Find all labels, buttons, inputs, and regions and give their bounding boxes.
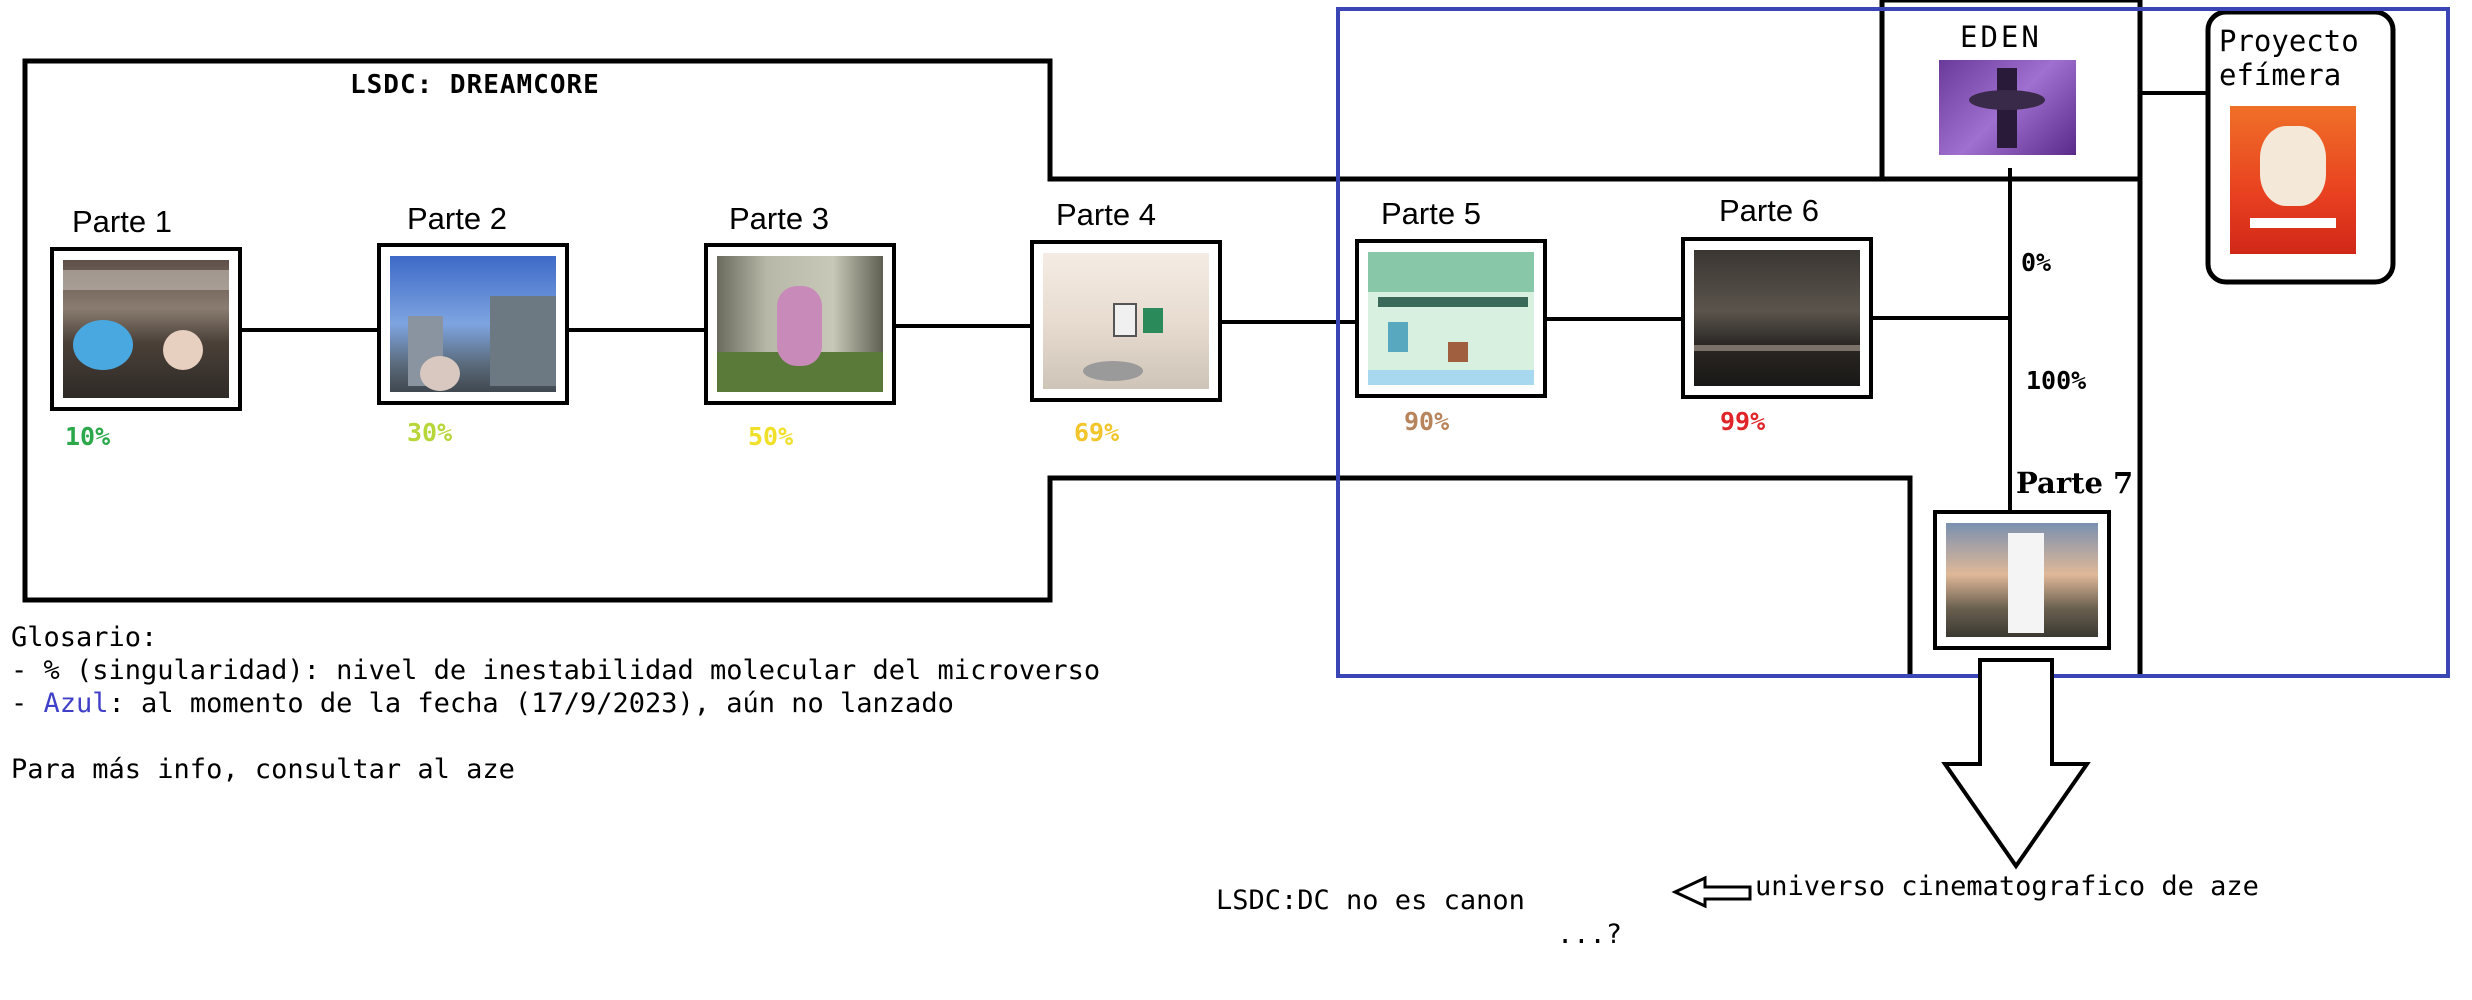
part-3-thumbnail	[704, 243, 896, 405]
glossary-line2-prefix: -	[11, 688, 44, 719]
part-1-thumbnail	[50, 247, 242, 411]
part-2-singularity: 30%	[407, 418, 453, 447]
ellipsis-note: ...?	[1557, 919, 1623, 950]
efimera-label-line2: efímera	[2219, 58, 2342, 92]
part-5-thumbnail	[1355, 239, 1547, 398]
part-2-label: Parte 2	[407, 201, 507, 236]
glossary-heading: Glosario:	[11, 622, 158, 653]
part-6-thumbnail	[1681, 237, 1873, 399]
canon-note: LSDC:DC no es canon	[1216, 885, 1525, 916]
glossary-azul-word: Azul	[43, 688, 109, 719]
glossary-line2-rest: : al momento de la fecha (17/9/2023), aú…	[108, 688, 954, 719]
efimera-label-line1: Proyecto	[2219, 24, 2359, 58]
eden-label: EDEN	[1960, 20, 2042, 54]
part-3-label: Parte 3	[729, 201, 829, 236]
part-6-label: Parte 6	[1719, 193, 1819, 228]
down-arrow	[1941, 658, 2091, 870]
glossary-line1: - % (singularidad): nivel de inestabilid…	[11, 655, 1101, 686]
part-7-label: Parte 7	[2016, 466, 2134, 500]
eden-thumbnail	[1939, 60, 2076, 155]
part-1-label: Parte 1	[72, 204, 172, 239]
to-pct: 100%	[2026, 366, 2087, 395]
part-2-thumbnail	[377, 243, 569, 405]
part-5-label: Parte 5	[1381, 196, 1481, 231]
unreleased-region-box	[1336, 7, 2450, 678]
left-arrow	[1671, 875, 1752, 909]
part-4-singularity: 69%	[1074, 418, 1120, 447]
efimera-thumbnail	[2230, 106, 2356, 254]
part-5-singularity: 90%	[1404, 407, 1450, 436]
diagram-title: LSDC: DREAMCORE	[350, 70, 600, 100]
glossary-line3: Para más info, consultar al aze	[11, 754, 515, 785]
from-pct: 0%	[2021, 248, 2052, 277]
part-4-thumbnail	[1030, 240, 1222, 402]
part-4-label: Parte 4	[1056, 197, 1156, 232]
glossary-line2: - Azul: al momento de la fecha (17/9/202…	[11, 687, 954, 720]
universe-label: universo cinematografico de aze	[1755, 871, 2259, 902]
part-7-thumbnail	[1933, 510, 2111, 650]
dreamcore-frame-top	[22, 58, 1913, 675]
part-1-singularity: 10%	[65, 422, 111, 451]
part-6-singularity: 99%	[1720, 407, 1766, 436]
part-3-singularity: 50%	[748, 422, 794, 451]
